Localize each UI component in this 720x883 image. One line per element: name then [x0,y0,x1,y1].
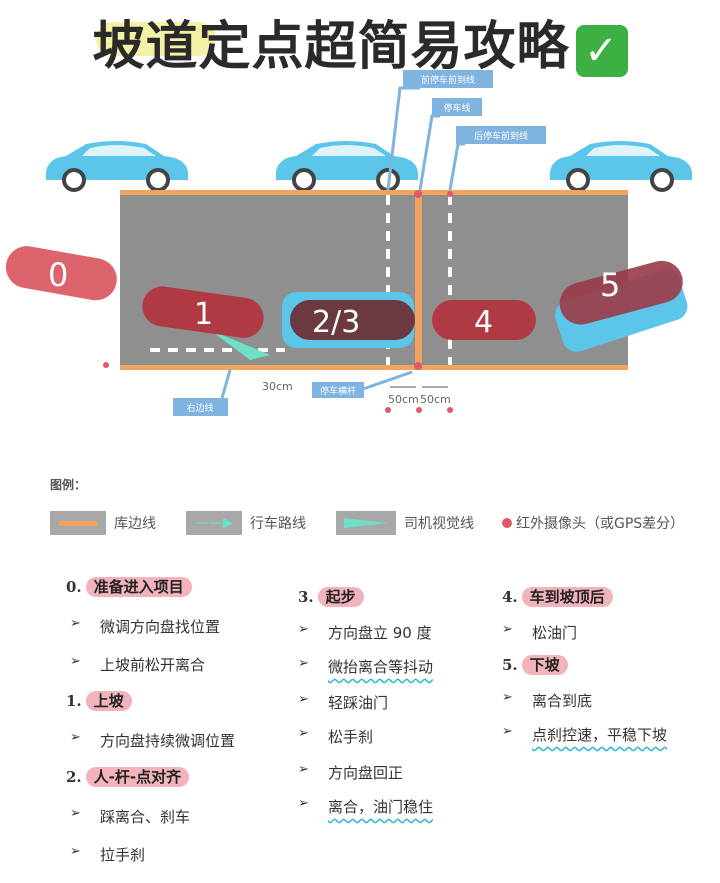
camera-dots [103,190,453,413]
position-label-0: 0 [48,256,68,294]
top-edge-line [120,190,628,195]
legend-route: 行车路线 [250,516,306,532]
position-marker-2-3 [290,300,415,340]
camera-dot-icon [502,518,512,528]
step-5-heading: 5.下坡 [502,654,568,675]
position-label-1: 1 [194,297,213,332]
check-mark-icon: ✓ [575,24,628,77]
step-item: 方向盘立 90 度 [298,622,432,643]
step-item: 轻踩油门 [298,692,388,713]
step-1-heading: 1.上坡 [66,690,132,711]
edge-line-swatch [50,511,106,535]
stop-line [415,190,422,370]
callout-box [403,70,493,88]
step-item: 拉手刹 [70,844,145,865]
step-item: 方向盘回正 [298,762,403,783]
step-item: 点刹控速，平稳下坡 [502,724,667,745]
position-marker-5 [559,260,683,325]
parked-car-middle [274,139,420,192]
step-3-heading: 3.起步 [298,586,364,607]
position-marker-0 [5,246,117,301]
callout-right-edge: 右边线 [186,402,213,414]
legend-title: 图例： [50,478,87,492]
legend-edge-line: 库边线 [114,516,156,532]
step-item: 松油门 [502,622,577,643]
distance-30cm: 30cm [262,380,293,393]
callout-rear-line: 后停车前到线 [474,130,528,142]
slope-diagram: 0 1 2/3 4 5 前停车前到线 停车线 后停车前到线 右边线 停车横杆 3… [5,70,694,416]
callout-stop-bar: 停车横杆 [320,385,356,397]
step-item: 上坡前松开离合 [70,654,205,675]
position-marker-1 [142,286,264,338]
position-label-5: 5 [600,266,620,304]
position-label-2-3: 2/3 [312,305,360,340]
callout-stop-line: 停车线 [443,102,470,114]
distance-50cm-front: 50cm [388,393,419,406]
step-item: 离合，油门稳住 [298,796,433,817]
distance-50cm-rear: 50cm [420,393,451,406]
parked-car-right [548,139,694,192]
sight-line [210,330,270,360]
position-marker-4 [432,300,536,340]
legend-camera: 红外摄像头（或GPS差分） [516,516,685,532]
parked-car-left [44,139,190,192]
step-item: 踩离合、刹车 [70,806,190,827]
position-label-4: 4 [474,305,493,340]
legend-sight-line: 司机视觉线 [404,516,474,532]
step-4-heading: 4.车到坡顶后 [502,586,613,607]
page-title: 坡道定点超简易攻略✓ [0,4,720,79]
step-0-heading: 0.准备进入项目 [66,576,192,597]
route-arrow-icon: ——▶ [186,511,242,535]
bottom-edge-line [120,365,628,370]
step-item: 松手刹 [298,726,373,747]
step-item: 微抬离合等抖动 [298,656,433,677]
sight-line-icon [336,511,396,535]
title-text: 坡道定点超简易攻略 [92,16,570,77]
callout-front-line: 前停车前到线 [421,74,475,86]
step-item: 离合到底 [502,690,592,711]
step-2-heading: 2.人-杆-点对齐 [66,766,190,787]
legend: 库边线 ——▶ 行车路线 司机视觉线 红外摄像头（或GPS差分） [50,511,684,535]
step-item: 方向盘持续微调位置 [70,730,235,751]
step-item: 微调方向盘找位置 [70,616,220,637]
